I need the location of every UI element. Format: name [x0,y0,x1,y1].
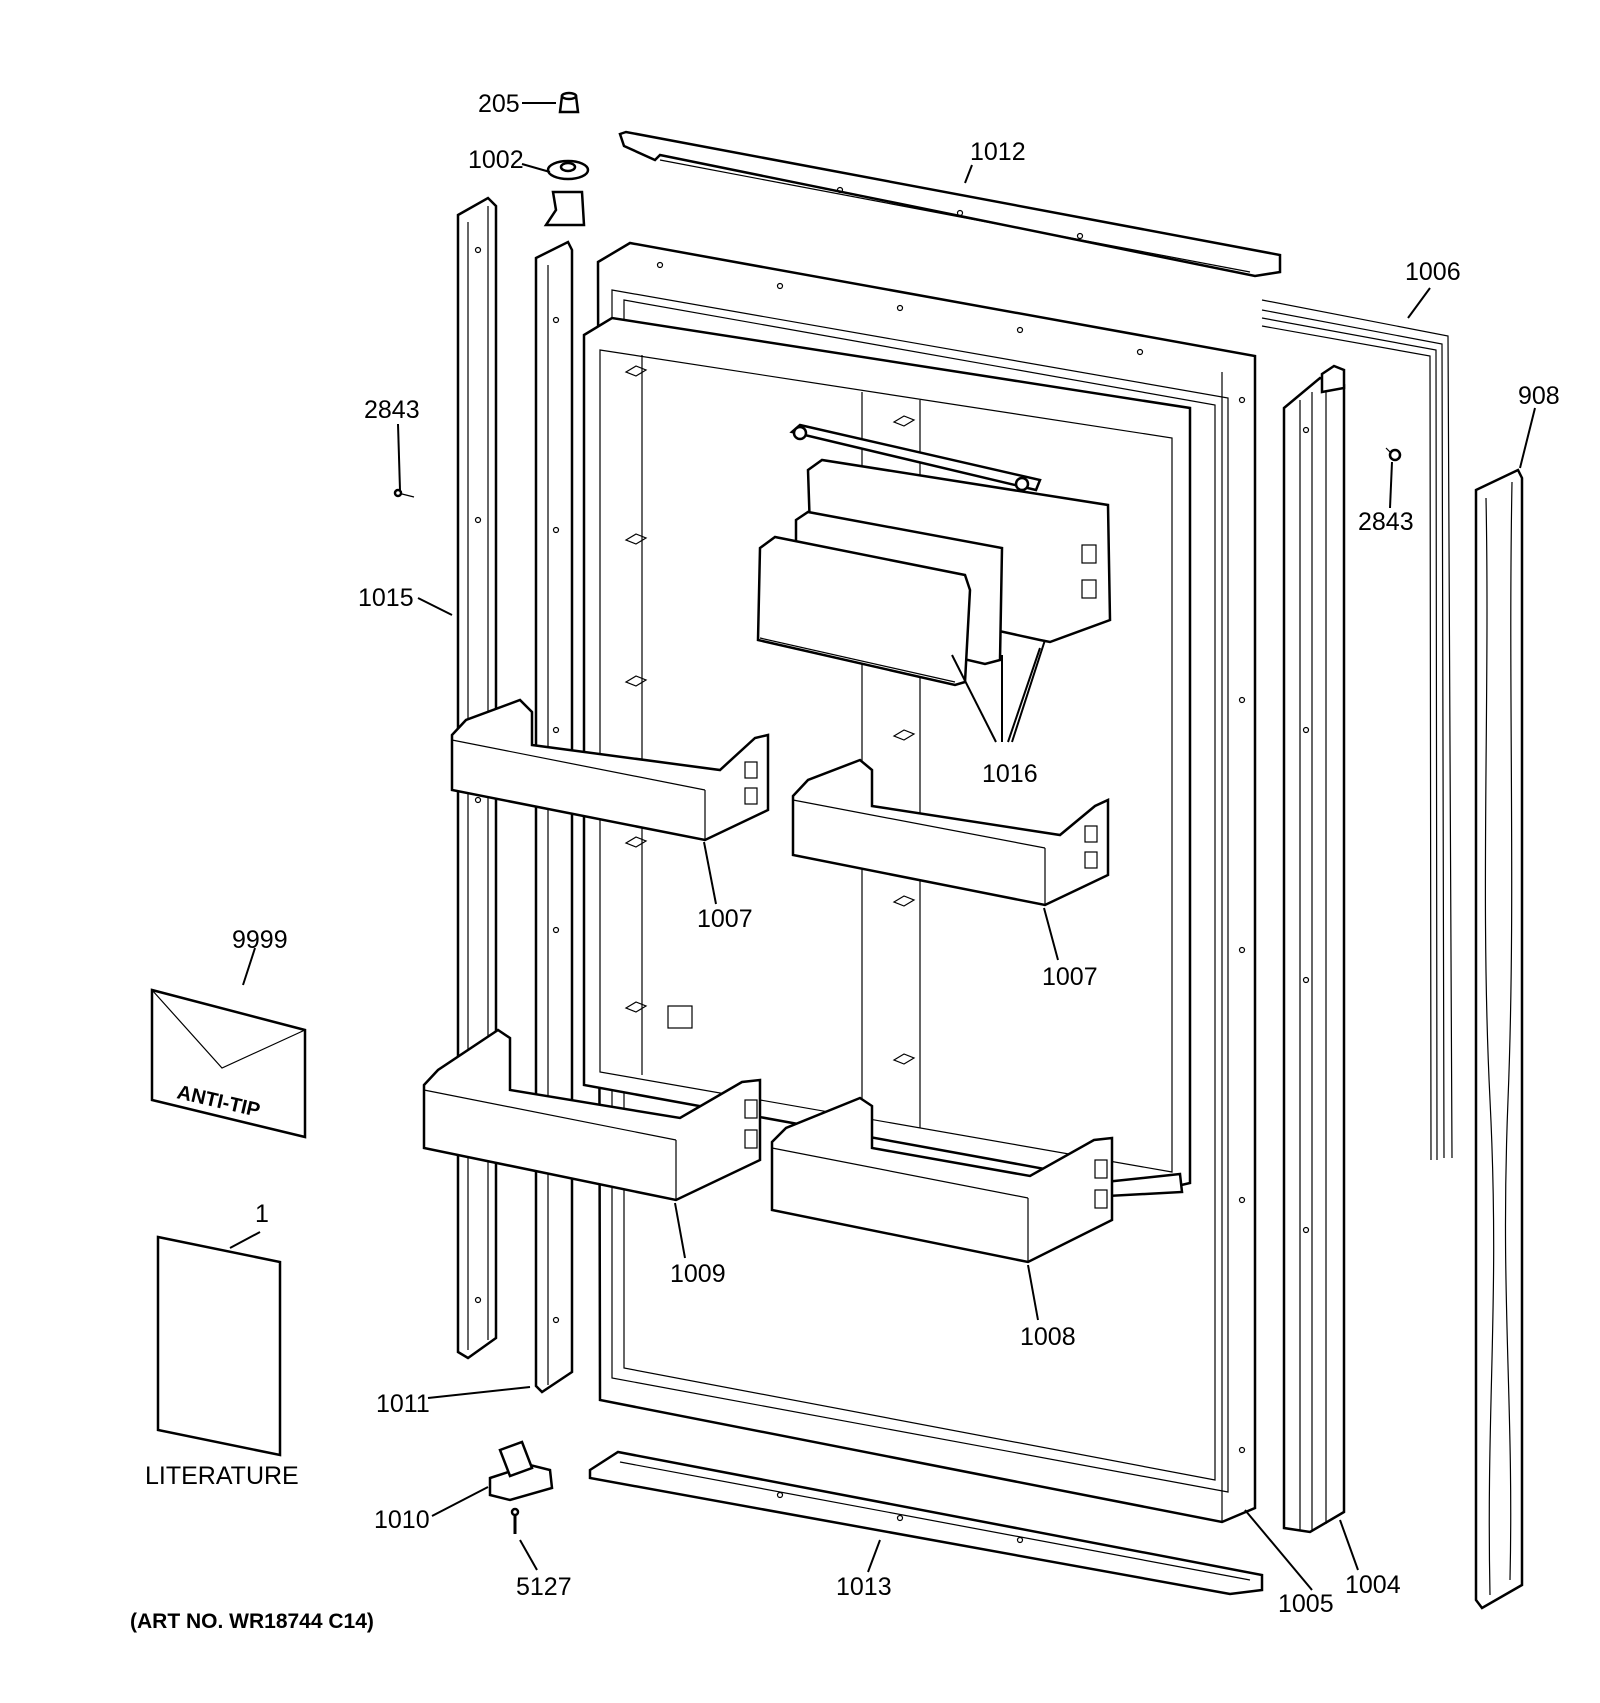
part-1011-left-inner-strip [534,240,574,1394]
callout-labels: 205 1002 1012 1006 908 2843 2843 1015 10… [232,90,1560,1618]
leader-lines [229,102,1536,1591]
callout-1006: 1006 [1405,258,1461,286]
callout-1004: 1004 [1345,1571,1401,1599]
part-5127-screw [510,1507,520,1534]
part-1008-right-lower-bin [770,1096,1114,1264]
part-1007-left-shelf [450,698,770,842]
part-2843-right-screw [1385,447,1402,462]
part-1016-dairy-bin [756,423,1112,687]
part-1004-door-handle [1282,364,1346,1534]
part-1012-top-trim [618,130,1282,278]
literature-label: LITERATURE [145,1462,299,1490]
callout-2843-right: 2843 [1358,508,1414,536]
part-9999-anti-tip-envelope: ANTI-TIP [150,988,307,1139]
callout-1002: 1002 [468,146,524,174]
part-205-cap [558,91,580,114]
part-1002-top-hinge [543,159,590,227]
callout-2843-left: 2843 [364,396,420,424]
part-1-literature-booklet: LITERATURE [145,1235,299,1490]
callout-908: 908 [1518,382,1560,410]
callout-1005: 1005 [1278,1590,1334,1618]
art-number: (ART NO. WR18744 C14) [130,1610,374,1633]
callout-5127: 5127 [516,1573,572,1601]
callout-1015: 1015 [358,584,414,612]
callout-9999: 9999 [232,926,288,954]
part-1009-left-lower-bin [422,1028,762,1202]
callout-1009: 1009 [670,1260,726,1288]
callout-1012: 1012 [970,138,1026,166]
part-1006-door-edge [1261,299,1453,1161]
callout-1007-left: 1007 [697,905,753,933]
callout-205: 205 [478,90,520,118]
part-908-door-gasket [1474,468,1524,1610]
part-1007-right-shelf [791,758,1110,907]
callout-1010: 1010 [374,1506,430,1534]
callout-1013: 1013 [836,1573,892,1601]
callout-1008: 1008 [1020,1323,1076,1351]
callout-1: 1 [255,1200,269,1228]
part-2843-left-screw [393,488,415,498]
part-1013-bottom-trim [588,1450,1264,1596]
callout-1011: 1011 [376,1390,430,1418]
part-1010-bottom-hinge [488,1440,554,1502]
callout-1007-right: 1007 [1042,963,1098,991]
callout-1016: 1016 [982,760,1038,788]
